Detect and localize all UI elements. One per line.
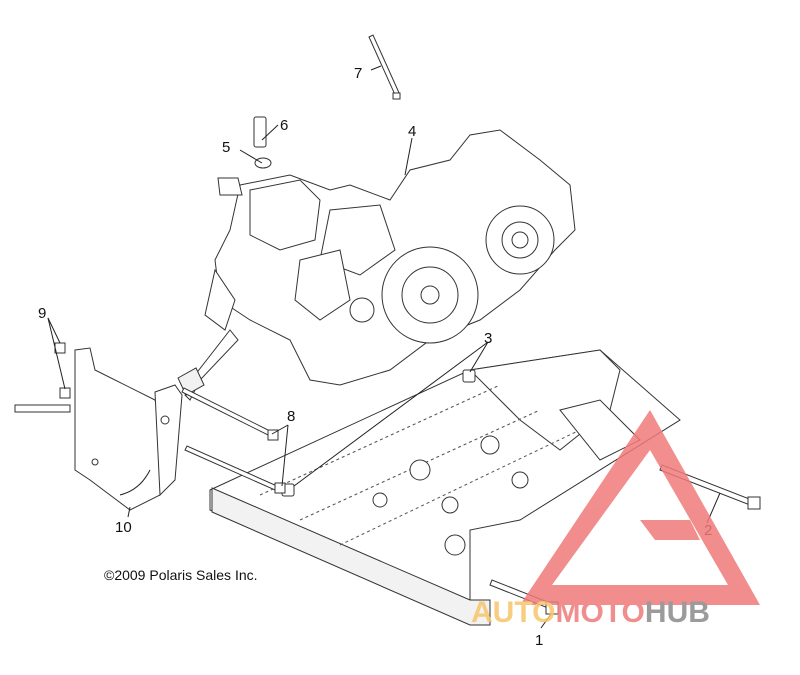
callouts: 1 2 3 4 5 6 7 8 9 10 <box>38 65 712 649</box>
leader-lines <box>47 65 721 629</box>
part-9-nuts <box>54 342 71 399</box>
svg-text:AUTOMOTOHUB: AUTOMOTOHUB <box>471 596 710 629</box>
callout-4: 4 <box>408 123 416 140</box>
callout-3: 3 <box>484 330 492 347</box>
part-10-bracket <box>14 347 183 511</box>
callout-1: 1 <box>535 632 543 649</box>
part-6-pin <box>253 116 267 148</box>
part-7-bolt <box>368 34 401 100</box>
callout-9: 9 <box>38 305 46 322</box>
part-8-bolt <box>181 387 286 494</box>
watermark-auto: AUTO <box>471 596 555 629</box>
part-5-clamp <box>254 157 272 169</box>
automotohub-watermark: AUTOMOTOHUB <box>471 410 760 629</box>
callout-7: 7 <box>354 65 362 82</box>
callout-8: 8 <box>287 408 295 425</box>
copyright-text: ©2009 Polaris Sales Inc. <box>104 567 258 583</box>
watermark-moto: MOTO <box>555 596 644 629</box>
watermark-hub: HUB <box>645 596 710 629</box>
watermark-triangle-logo <box>520 410 760 605</box>
frame-chassis <box>209 349 681 626</box>
callout-6: 6 <box>280 117 288 134</box>
callout-10: 10 <box>115 519 132 536</box>
transmission-assembly <box>177 129 576 401</box>
callout-5: 5 <box>222 139 230 156</box>
